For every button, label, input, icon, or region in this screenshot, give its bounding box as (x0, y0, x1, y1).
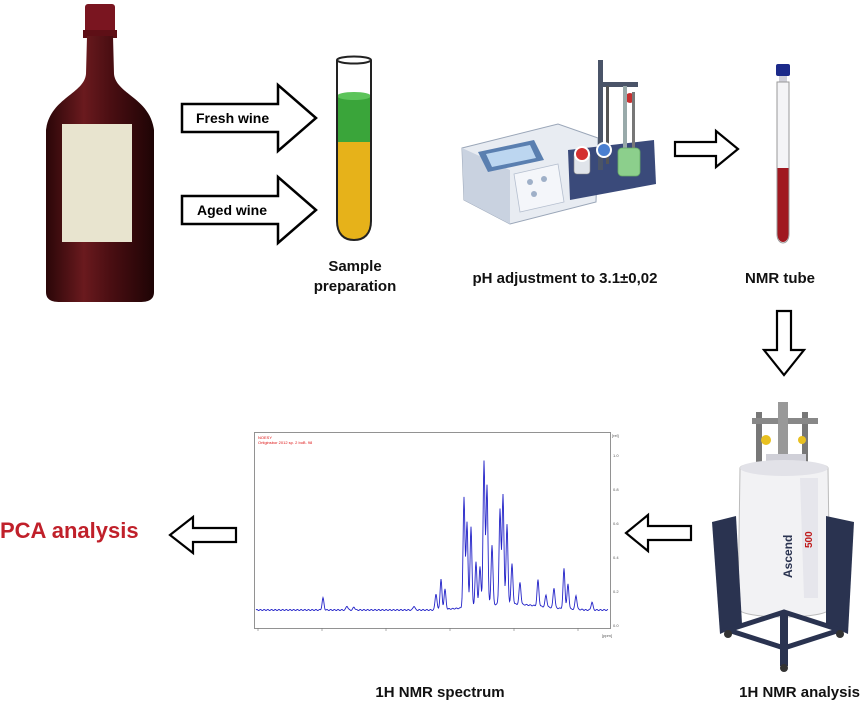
arrow-to-spectrum (624, 512, 693, 554)
spectrum-y-unit: [rel] (612, 433, 619, 438)
spectrum-y-tick: 0.4 (613, 555, 619, 560)
nmr-spectrum-plot: NOESY Ortiginsbor 2012 sp. 2 boB. 98 [re… (254, 432, 619, 638)
wine-bottle-image (46, 4, 154, 302)
nmr-tube-image (776, 64, 790, 244)
spectrum-header-line1: NOESY (258, 435, 272, 440)
spectrum-header-line2: Ortiginsbor 2012 sp. 2 boB. 98 (258, 440, 313, 445)
aged-wine-label: Aged wine (197, 202, 268, 218)
nmr-tube-label: NMR tube (745, 270, 815, 287)
spectrometer-model: 500 (804, 531, 815, 548)
spectrum-trace (255, 460, 609, 612)
nmr-spectrometer-image: Ascend 500 (712, 402, 854, 672)
spectrum-y-tick: 1.0 (613, 453, 619, 458)
sample-tube-image (336, 55, 372, 242)
spectrum-y-tick: 0.0 (613, 623, 619, 628)
spectrum-y-ticks: 1.0 0.8 0.6 0.4 0.2 0.0 (613, 453, 619, 628)
ph-adjustment-label: pH adjustment to 3.1±0,02 (472, 270, 658, 287)
sample-label-line2: preparation (313, 278, 397, 295)
spectrum-x-unit: [ppm] (602, 633, 612, 638)
aged-wine-arrow (180, 174, 318, 246)
sample-label-line1: Sample (328, 258, 382, 275)
fresh-wine-arrow (180, 82, 318, 154)
spectrum-x-ticks (257, 628, 579, 631)
arrow-down-to-spectrometer (761, 309, 807, 377)
nmr-analysis-label: 1H NMR analysis (739, 684, 860, 701)
fresh-wine-label: Fresh wine (196, 110, 270, 126)
arrow-to-pca (168, 514, 238, 556)
pca-analysis-label: PCA analysis (0, 518, 139, 543)
arrow-to-nmr-tube (673, 128, 740, 170)
spectrum-label: 1H NMR spectrum (375, 684, 505, 701)
sample-preparation-label: Sample preparation (300, 257, 410, 297)
spectrum-y-tick: 0.6 (613, 521, 619, 526)
ph-meter-image (461, 60, 656, 225)
spectrometer-brand: Ascend (781, 535, 795, 578)
spectrum-y-tick: 0.2 (613, 589, 619, 594)
spectrum-y-tick: 0.8 (613, 487, 619, 492)
